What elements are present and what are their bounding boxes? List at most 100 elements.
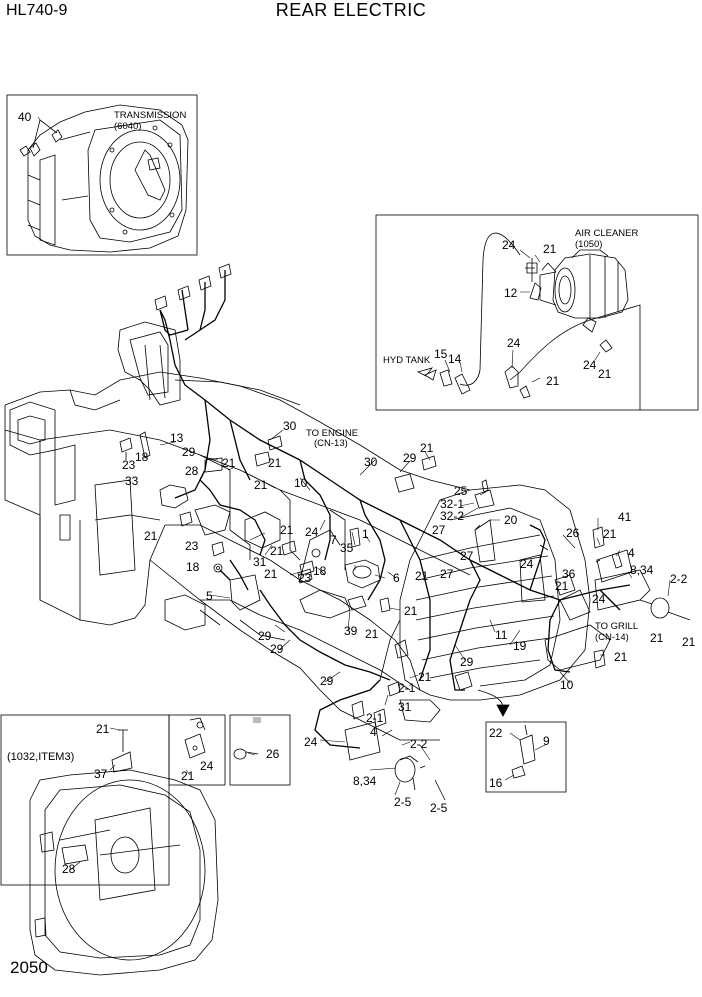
part-label: 14	[448, 352, 462, 366]
part-label: 39	[344, 624, 358, 638]
page-number: 2050	[10, 958, 48, 977]
part-label: 18	[135, 450, 149, 464]
part-label: 2-5	[394, 795, 412, 809]
part-label: 2-2	[670, 572, 688, 586]
part-label: 18	[313, 564, 327, 578]
part-label: 27	[440, 567, 454, 581]
part-label: 36	[562, 567, 576, 581]
part-label: 29	[403, 451, 417, 465]
part-label: 2-1	[398, 681, 416, 695]
part-label: 21	[181, 769, 195, 783]
part-label: 5	[206, 589, 213, 603]
air-cleaner-label: AIR CLEANER	[575, 228, 638, 239]
part-label: 29	[460, 655, 474, 669]
part-label: 24	[592, 592, 606, 606]
harness-connector-flags	[19, 145, 232, 311]
part-label: 24	[200, 759, 214, 773]
part-label: 9	[543, 734, 550, 748]
part-label: 8,34	[630, 563, 654, 577]
part-label: 27	[460, 549, 474, 563]
part-label: 21	[546, 374, 560, 388]
part-label: 24	[304, 735, 318, 749]
part-label: 21	[420, 441, 434, 455]
clamp-inset-frame	[485, 721, 567, 793]
part-label: 21	[144, 529, 158, 543]
part-label: 33	[125, 474, 139, 488]
transmission-label: TRANSMISSION	[114, 110, 186, 121]
part-label: 11	[495, 628, 508, 642]
part-label: 19	[513, 639, 527, 653]
part-label: 32-2	[440, 509, 464, 523]
part-label: 2-1	[366, 711, 384, 725]
part-label: 31	[253, 555, 267, 569]
to-engine-ref: (CN-13)	[314, 438, 348, 449]
part-label: 4	[370, 725, 377, 739]
part-label: 2-5	[430, 801, 448, 815]
radiator-detail-frame	[168, 714, 226, 786]
part-label: 1	[362, 527, 369, 541]
part-label: 12	[504, 286, 518, 300]
part-label: 21	[598, 367, 612, 381]
hyd-tank-arrow	[424, 369, 437, 381]
grill-body-drawing	[379, 484, 651, 723]
part-label: 28	[185, 464, 199, 478]
part-label: 21	[543, 242, 557, 256]
model-number: HL740-9	[6, 2, 68, 19]
part-label: 27	[432, 523, 446, 537]
part-label: 29	[258, 629, 272, 643]
main-frame-drawing	[4, 321, 471, 741]
part-label: 16	[489, 776, 503, 790]
part-label: 40	[18, 110, 32, 124]
part-label: 8,34	[353, 774, 377, 788]
wire-harness	[159, 270, 631, 749]
part-label: 10	[560, 678, 574, 692]
part-label: 32-1	[440, 497, 464, 511]
clamp26-inset-frame	[229, 714, 291, 786]
part-label: 24	[502, 238, 516, 252]
transmission-inset-frame	[6, 94, 198, 256]
part-label: 21	[418, 670, 432, 684]
air-cleaner-inset-frame	[375, 214, 699, 411]
hardware-parts	[119, 431, 691, 801]
part-label: 21	[415, 569, 429, 583]
part-label: 21	[268, 456, 282, 470]
part-label: 18	[186, 560, 200, 574]
transmission-drawing	[27, 104, 189, 253]
part-label: 24	[305, 525, 319, 539]
to-grill-label: TO GRILL	[595, 621, 638, 632]
part-callouts: 40 24 21 12 15 14 24 24 21 21 13 30 29 2…	[18, 110, 696, 876]
part-label: 26	[266, 747, 280, 761]
radiator-drawing	[29, 717, 261, 976]
part-label: 23	[185, 539, 199, 553]
part-label: 35	[340, 541, 354, 555]
part-label: 21	[264, 567, 278, 581]
part-label: 2-2	[410, 737, 428, 751]
part-label: 15	[434, 347, 448, 361]
part-label: 23	[298, 571, 312, 585]
part-label: 13	[170, 431, 184, 445]
part-label: 7	[330, 533, 337, 547]
page-title: REAR ELECTRIC	[275, 0, 427, 20]
part-label: 24	[507, 336, 521, 350]
part-label: 24	[520, 557, 534, 571]
part-label: 21	[96, 722, 110, 736]
part-label: 41	[618, 510, 632, 524]
part-label: 30	[364, 455, 378, 469]
part-label: 30	[283, 419, 297, 433]
part-label: 10	[294, 476, 308, 490]
part-label: 21	[682, 635, 696, 649]
part-label: 20	[504, 513, 518, 527]
radiator-ref: (1032,ITEM3)	[7, 751, 74, 763]
transmission-ref: (6040)	[114, 121, 141, 132]
part-label: 29	[320, 674, 334, 688]
part-label: 26	[566, 526, 580, 540]
radiator-inset-frame	[0, 714, 170, 886]
part-label: 28	[62, 862, 76, 876]
to-grill-ref: (CN-14)	[595, 632, 629, 643]
part-label: 37	[94, 767, 108, 781]
leader-lines	[37, 116, 671, 871]
part-label: 21	[404, 604, 418, 618]
part-label: 21	[280, 523, 294, 537]
part-label: 23	[122, 458, 136, 472]
